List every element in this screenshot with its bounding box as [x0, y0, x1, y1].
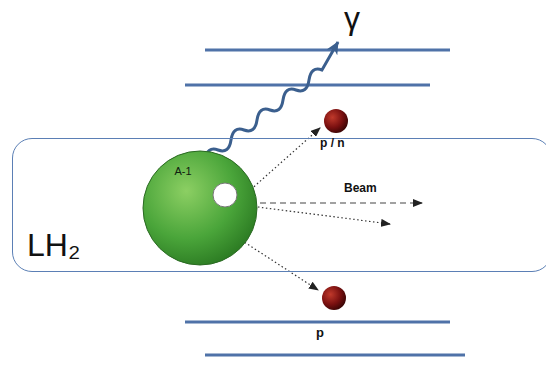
- nucleus-label: A-1: [175, 166, 192, 177]
- particle-label: p / n: [320, 137, 345, 149]
- detector-plates: [185, 50, 465, 355]
- nucleon-dot: [324, 109, 348, 133]
- sphere-outline: [142, 150, 258, 266]
- nucleus-sphere: A-1: [142, 150, 258, 266]
- gamma-label: γ: [344, 2, 360, 34]
- target-label: LH₂: [27, 229, 80, 261]
- target-cell: LH₂ A-1: [12, 138, 546, 272]
- particle-tracks: [238, 128, 390, 290]
- gamma-wave: [205, 42, 338, 160]
- particle-label: p: [316, 326, 324, 339]
- proton-dot: [322, 286, 346, 310]
- beam-label: Beam: [344, 182, 377, 194]
- beam-arrow: [250, 202, 422, 203]
